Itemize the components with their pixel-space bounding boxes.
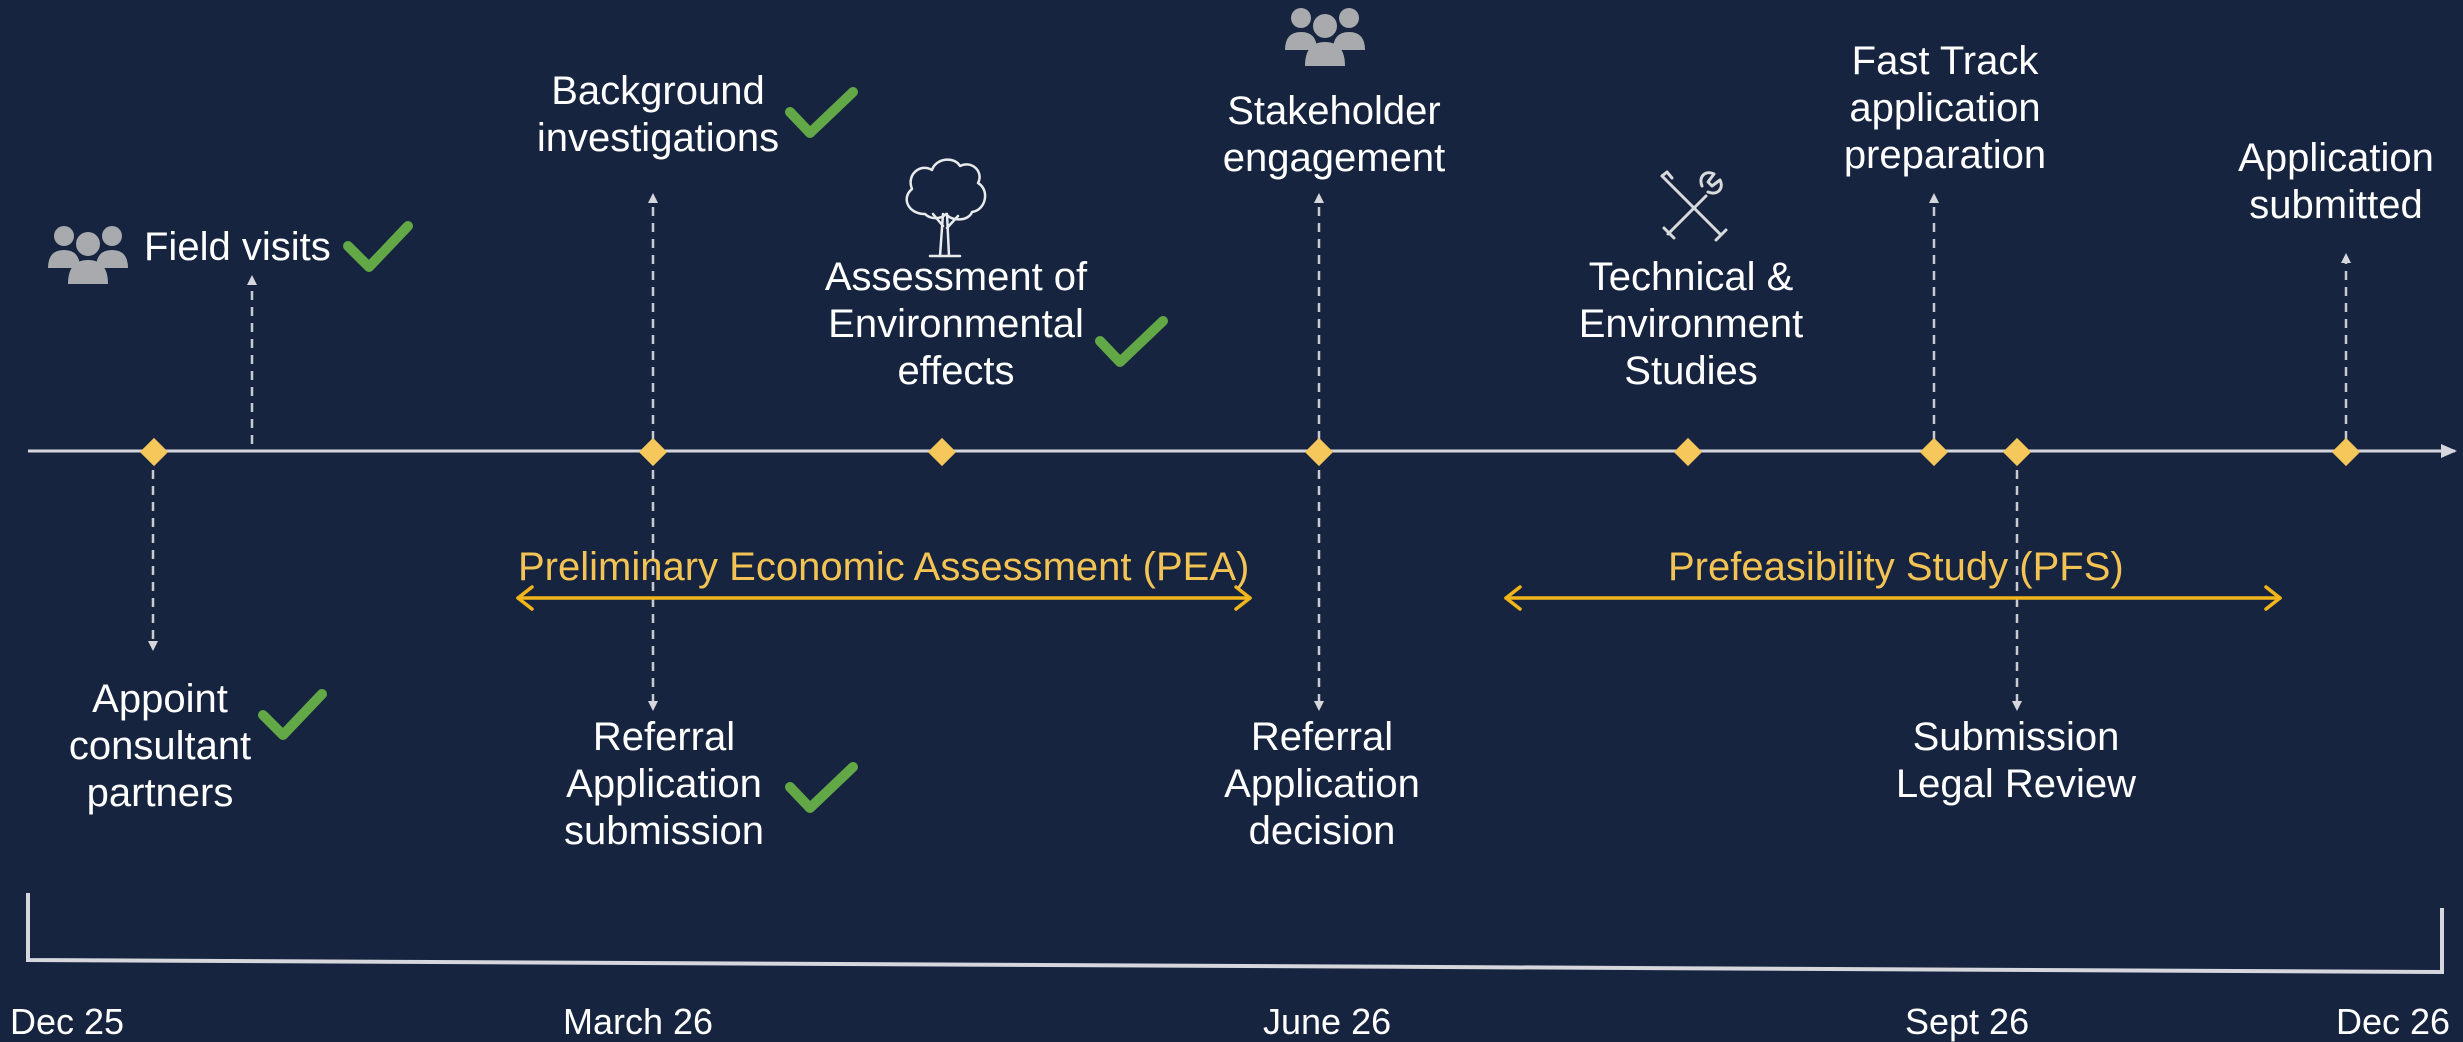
check-icon bbox=[785, 87, 858, 138]
check-icon bbox=[258, 689, 327, 740]
pfs-phase-label: Prefeasibility Study (PFS) bbox=[1668, 545, 2124, 589]
legal-review-label: Submission Legal Review bbox=[1895, 715, 2137, 806]
date-june-26: June 26 bbox=[1263, 1001, 1392, 1042]
stakeholder-engagement-label: Stakeholder engagement bbox=[1222, 89, 1446, 180]
background-investigations-label: Background investigations bbox=[536, 69, 780, 160]
check-icon bbox=[785, 762, 858, 813]
referral-submission-label: Referral Application submission bbox=[563, 715, 765, 853]
appoint-consultant-label: Appoint consultant partners bbox=[68, 677, 252, 815]
timeline-bracket bbox=[26, 893, 2444, 975]
people-icon bbox=[48, 226, 128, 284]
milestone-marker bbox=[1673, 437, 1703, 467]
tools-icon bbox=[1660, 170, 1728, 242]
pea-range-arrow bbox=[516, 585, 1252, 611]
fast-track-label: Fast Track application preparation bbox=[1843, 39, 2047, 177]
milestone-marker bbox=[1919, 437, 1949, 467]
date-dec-26: Dec 26 bbox=[2336, 1001, 2451, 1042]
application-submitted-label: Application submitted bbox=[2238, 136, 2434, 227]
milestone-marker bbox=[638, 437, 668, 467]
check-icon bbox=[343, 221, 413, 272]
milestone-marker bbox=[1304, 437, 1334, 467]
tree-icon bbox=[905, 158, 987, 258]
technical-studies-label: Technical & Environment Studies bbox=[1578, 255, 1804, 393]
date-sept-26: Sept 26 bbox=[1905, 1001, 2030, 1042]
date-march-26: March 26 bbox=[563, 1001, 714, 1042]
check-icon bbox=[1095, 316, 1168, 367]
environmental-assessment-label: Assessment of Environmental effects bbox=[824, 255, 1088, 393]
field-visits-label: Field visits bbox=[144, 225, 331, 269]
referral-decision-label: Referral Application decision bbox=[1224, 715, 1420, 853]
milestone-marker bbox=[139, 437, 169, 467]
milestone-marker bbox=[2331, 437, 2361, 467]
pea-phase-label: Preliminary Economic Assessment (PEA) bbox=[518, 545, 1250, 589]
people-icon bbox=[1285, 8, 1365, 66]
milestone-marker bbox=[2002, 437, 2032, 467]
milestone-marker bbox=[927, 437, 957, 467]
date-dec-25: Dec 25 bbox=[10, 1001, 125, 1042]
pfs-range-arrow bbox=[1504, 585, 2282, 611]
